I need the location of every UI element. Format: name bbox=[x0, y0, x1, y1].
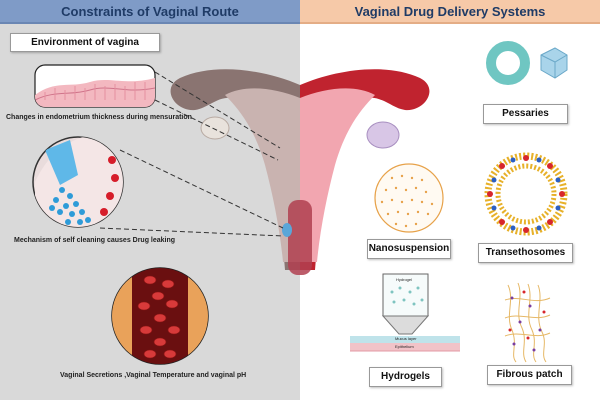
leader-lines bbox=[99, 71, 284, 237]
secretions-illustration bbox=[111, 267, 209, 365]
self-cleaning-illustration bbox=[32, 136, 124, 228]
hydrogel-illustration bbox=[350, 273, 460, 352]
left-panel-title: Constraints of Vaginal Route bbox=[0, 0, 300, 24]
pessaries-label: Pessaries bbox=[483, 104, 568, 124]
mucus-layer-label: Mucus layer bbox=[395, 336, 417, 341]
environment-label: Environment of vagina bbox=[10, 33, 160, 52]
fibrous-patch-label: Fibrous patch bbox=[487, 365, 572, 385]
transethosome-illustration bbox=[484, 152, 568, 236]
hydrogels-label: Hydrogels bbox=[369, 367, 442, 387]
right-panel-title: Vaginal Drug Delivery Systems bbox=[300, 0, 600, 24]
pessaries-illustration bbox=[486, 41, 568, 85]
epithelium-label: Epithelium bbox=[395, 344, 414, 349]
hydrogel-inner-label: Hydrogel bbox=[396, 277, 413, 282]
self-cleaning-caption: Mechanism of self cleaning causes Drug l… bbox=[14, 237, 176, 244]
fibrous-patch-illustration bbox=[504, 282, 551, 363]
endometrium-caption: Changes in endometrium thickness during … bbox=[6, 114, 192, 121]
nanosuspension-illustration bbox=[374, 163, 444, 233]
uterus-illustration bbox=[170, 69, 430, 275]
endometrium-illustration bbox=[34, 64, 156, 108]
secretions-caption: Vaginal Secretions ,Vaginal Temperature … bbox=[60, 372, 247, 379]
transethosomes-label: Transethosomes bbox=[478, 243, 573, 263]
nanosuspension-label: Nanosuspension bbox=[367, 239, 451, 259]
